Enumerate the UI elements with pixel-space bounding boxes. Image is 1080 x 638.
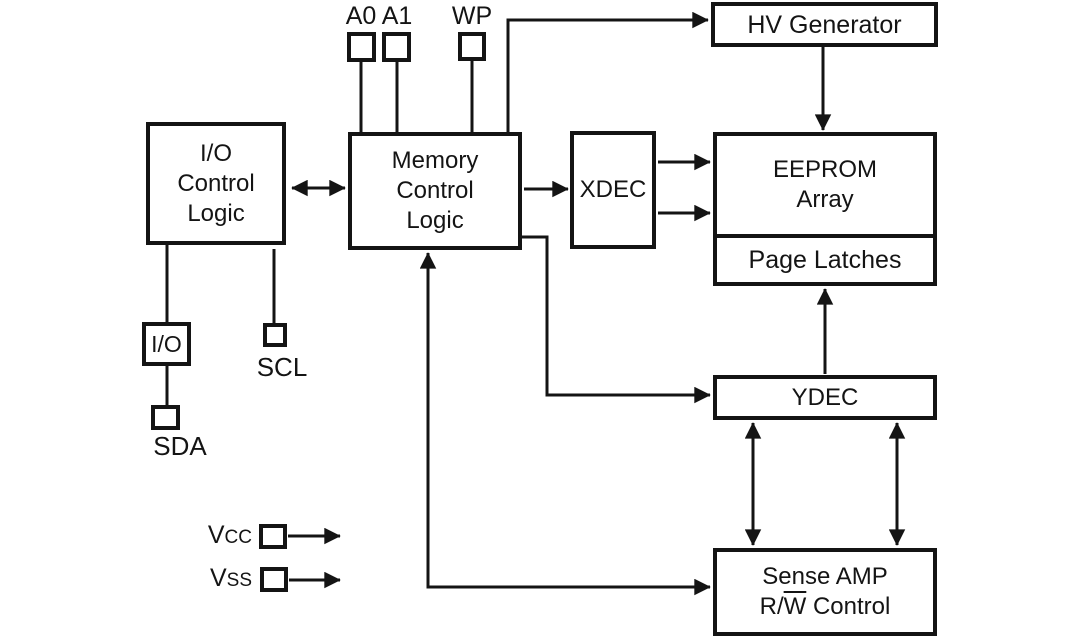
block-xdec: XDEC — [570, 131, 656, 249]
wire-mcl-to-hv-generator — [506, 11, 709, 132]
pin-a1-label: A1 — [381, 2, 413, 30]
block-io-pad: I/O — [142, 322, 191, 366]
eeprom-label-line1: EEPROM — [772, 156, 877, 183]
eeprom-label-line2: Array — [796, 186, 854, 213]
memory-control-label-line2: Control — [396, 177, 474, 204]
pin-vss-label: VSS — [209, 564, 252, 592]
memory-control-label-line1: Memory — [391, 147, 479, 174]
memory-control-label-line3: Logic — [406, 207, 464, 234]
pin-vcc-label: VCC — [207, 521, 252, 549]
block-hv-generator: HV Generator — [711, 2, 938, 47]
io-control-label-line2: Control — [177, 169, 255, 197]
wire-mcl-senseamp-bidirectional — [419, 252, 711, 596]
pin-a1 — [382, 32, 411, 62]
block-page-latches: Page Latches — [713, 234, 937, 286]
hv-generator-label: HV Generator — [747, 10, 902, 39]
pin-scl — [263, 323, 287, 347]
sense-amp-label-line2: R/W Control — [759, 593, 891, 620]
pin-sda-label: SDA — [153, 431, 207, 461]
block-ydec: YDEC — [713, 375, 937, 420]
block-memory-control-logic: Memory Control Logic — [348, 132, 522, 250]
pin-scl-label: SCL — [256, 352, 308, 382]
pin-a0 — [347, 32, 376, 62]
wire-mcl-to-ydec — [522, 235, 711, 404]
xdec-label: XDEC — [579, 176, 647, 203]
ydec-label: YDEC — [791, 383, 859, 411]
pin-a0-label: A0 — [345, 2, 377, 30]
block-sense-amp-rw-control: Sense AMP R/W Control — [713, 548, 937, 636]
pin-sda — [151, 405, 180, 430]
block-io-control-logic: I/O Control Logic — [146, 122, 286, 245]
io-control-label-line1: I/O — [199, 139, 232, 167]
pin-vcc — [259, 524, 287, 549]
io-control-label-line3: Logic — [187, 199, 245, 227]
page-latches-label: Page Latches — [748, 246, 902, 274]
sense-amp-label-line1: Sense AMP — [762, 563, 888, 590]
io-pad-label: I/O — [151, 331, 182, 357]
pin-wp — [458, 32, 486, 61]
block-eeprom-array: EEPROM Array — [713, 132, 937, 238]
pin-wp-label: WP — [451, 2, 493, 30]
pin-vss — [260, 567, 288, 592]
